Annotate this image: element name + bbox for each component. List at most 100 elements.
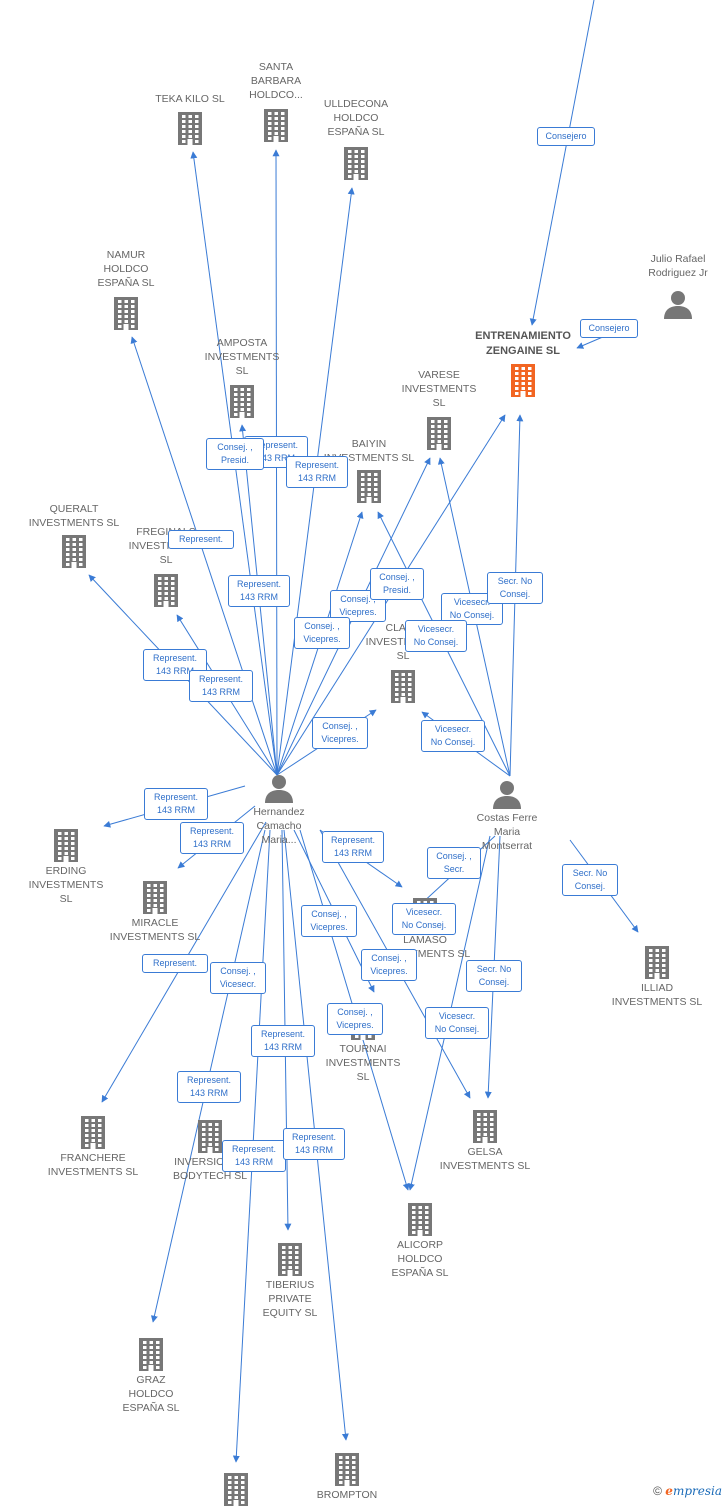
node-brompton[interactable]: BROMPTON <box>282 1450 412 1502</box>
node-label: BROMPTON <box>316 1489 378 1501</box>
role-label-17[interactable]: Represent. 143 RRM <box>144 788 208 821</box>
node-label: FRANCHERE INVESTMENTS SL <box>47 1152 139 1179</box>
edge-0 <box>529 0 595 326</box>
building-icon <box>224 1473 248 1506</box>
node-label: Julio Rafael Rodriguez Jr <box>648 253 708 280</box>
role-label-8[interactable]: Consej. , Presid. <box>370 568 424 601</box>
node-franchere[interactable]: FRANCHERE INVESTMENTS SL <box>28 1113 158 1179</box>
role-label-4[interactable]: Represent. 143 RRM <box>286 456 348 489</box>
node-entrenamiento[interactable]: ENTRENAMIENTO ZENGAINE SL <box>458 329 588 399</box>
node-baiyin[interactable]: BAIYIN INVESTMENTS SL <box>304 437 434 505</box>
person-icon <box>493 781 521 809</box>
building-icon <box>408 1203 432 1236</box>
node-label: GELSA INVESTMENTS SL <box>439 1146 531 1173</box>
role-label-32[interactable]: Represent. 143 RRM <box>222 1140 286 1173</box>
brand-initial: e <box>665 1484 673 1498</box>
building-icon <box>427 416 451 450</box>
role-label-6[interactable]: Represent. 143 RRM <box>228 575 290 608</box>
node-amposta[interactable]: AMPOSTA INVESTMENTS SL <box>177 336 307 420</box>
building-icon <box>645 946 669 979</box>
node-santa[interactable]: SANTA BARBARA HOLDCO... <box>211 60 341 144</box>
role-label-28[interactable]: Represent. 143 RRM <box>251 1025 315 1058</box>
node-miracle[interactable]: MIRACLE INVESTMENTS SL <box>90 878 220 944</box>
node-label: GRAZ HOLDCO ESPAÑA SL <box>122 1374 180 1415</box>
node-label: ENTRENAMIENTO ZENGAINE SL <box>475 330 571 357</box>
node-label: TOURNAI INVESTMENTS SL <box>325 1043 401 1084</box>
role-label-19[interactable]: Represent. 143 RRM <box>322 831 384 864</box>
copyright-symbol: © <box>653 1484 662 1498</box>
building-icon <box>335 1453 359 1486</box>
brand-rest: mpresia <box>672 1484 722 1498</box>
node-namur[interactable]: NAMUR HOLDCO ESPAÑA SL <box>61 248 191 332</box>
role-label-31[interactable]: Represent. 143 RRM <box>177 1071 241 1104</box>
building-icon <box>139 1338 163 1371</box>
building-icon <box>344 146 368 180</box>
node-bottom[interactable] <box>171 1470 301 1508</box>
empresia-logo[interactable]: empresia <box>665 1484 722 1498</box>
role-label-15[interactable]: Consej. , Vicepres. <box>312 717 368 750</box>
node-julio[interactable]: Julio Rafael Rodriguez Jr <box>613 252 728 321</box>
node-label: QUERALT INVESTMENTS SL <box>28 503 120 530</box>
node-costas[interactable]: Costas Ferre Maria Montserrat <box>442 777 572 854</box>
person-icon <box>265 775 293 803</box>
role-label-12[interactable]: Vicesecr. No Consej. <box>405 620 467 653</box>
node-varese[interactable]: VARESE INVESTMENTS SL <box>374 368 504 452</box>
node-label: ILLIAD INVESTMENTS SL <box>611 982 703 1009</box>
building-icon <box>114 296 138 330</box>
role-label-22[interactable]: Vicesecr. No Consej. <box>392 903 456 936</box>
role-label-33[interactable]: Represent. 143 RRM <box>283 1128 345 1161</box>
node-alicorp[interactable]: ALICORP HOLDCO ESPAÑA SL <box>355 1200 485 1281</box>
role-label-24[interactable]: Represent. <box>142 954 208 974</box>
role-label-27[interactable]: Secr. No Consej. <box>466 960 522 993</box>
role-label-21[interactable]: Secr. No Consej. <box>562 864 618 897</box>
node-illiad[interactable]: ILLIAD INVESTMENTS SL <box>592 943 722 1009</box>
role-label-29[interactable]: Consej. , Vicepres. <box>327 1003 383 1036</box>
node-label: VARESE INVESTMENTS SL <box>401 369 477 410</box>
role-label-9[interactable]: Consej. , Vicepres. <box>294 617 350 650</box>
node-erding[interactable]: ERDING INVESTMENTS SL <box>1 826 131 907</box>
building-icon <box>143 881 167 914</box>
node-label: ERDING INVESTMENTS SL <box>28 865 104 906</box>
role-label-23[interactable]: Consej. , Vicepres. <box>301 905 357 938</box>
node-fregina[interactable]: FREGINALS INVESTMENTS SL <box>101 525 231 609</box>
role-label-11[interactable]: Secr. No Consej. <box>487 572 543 605</box>
building-icon <box>54 829 78 862</box>
role-label-18[interactable]: Represent. 143 RRM <box>180 822 244 855</box>
node-label: Costas Ferre Maria Montserrat <box>476 812 538 853</box>
role-label-20[interactable]: Consej. , Secr. <box>427 847 481 880</box>
node-label: TEKA KILO SL <box>155 93 225 105</box>
building-icon <box>391 669 415 703</box>
node-hernandez[interactable]: Hernandez Camacho Maria... <box>214 771 344 848</box>
node-label: MIRACLE INVESTMENTS SL <box>109 917 201 944</box>
building-icon <box>278 1243 302 1276</box>
building-icon <box>178 111 202 145</box>
building-icon <box>81 1116 105 1149</box>
building-icon <box>230 384 254 418</box>
role-label-25[interactable]: Consej. , Vicesecr. <box>210 962 266 995</box>
node-ulldecona[interactable]: ULLDECONA HOLDCO ESPAÑA SL <box>291 97 421 182</box>
role-label-3[interactable]: Consej. , Presid. <box>206 438 264 471</box>
role-label-16[interactable]: Vicesecr. No Consej. <box>421 720 485 753</box>
role-label-1[interactable]: Consejero <box>580 319 638 339</box>
building-icon <box>357 469 381 503</box>
node-tiberius[interactable]: TIBERIUS PRIVATE EQUITY SL <box>225 1240 355 1321</box>
node-label: TIBERIUS PRIVATE EQUITY SL <box>262 1279 318 1320</box>
edge-5 <box>130 336 278 776</box>
role-label-0[interactable]: Consejero <box>537 127 595 147</box>
node-label: Hernandez Camacho Maria... <box>253 806 305 847</box>
building-icon <box>198 1120 222 1153</box>
person-icon <box>664 290 692 319</box>
role-label-14[interactable]: Represent. 143 RRM <box>189 670 253 703</box>
building-icon <box>264 108 288 142</box>
role-label-26[interactable]: Consej. , Vicepres. <box>361 949 417 982</box>
role-label-30[interactable]: Vicesecr. No Consej. <box>425 1007 489 1040</box>
node-teka[interactable]: TEKA KILO SL <box>125 92 255 147</box>
node-graz[interactable]: GRAZ HOLDCO ESPAÑA SL <box>86 1335 216 1416</box>
building-icon-highlighted <box>511 364 535 398</box>
node-queralt[interactable]: QUERALT INVESTMENTS SL <box>9 502 139 570</box>
role-label-5[interactable]: Represent. <box>168 530 234 550</box>
building-icon <box>62 534 86 568</box>
node-label: NAMUR HOLDCO ESPAÑA SL <box>97 249 155 290</box>
node-label: SANTA BARBARA HOLDCO... <box>249 61 303 102</box>
node-gelsa[interactable]: GELSA INVESTMENTS SL <box>420 1107 550 1173</box>
